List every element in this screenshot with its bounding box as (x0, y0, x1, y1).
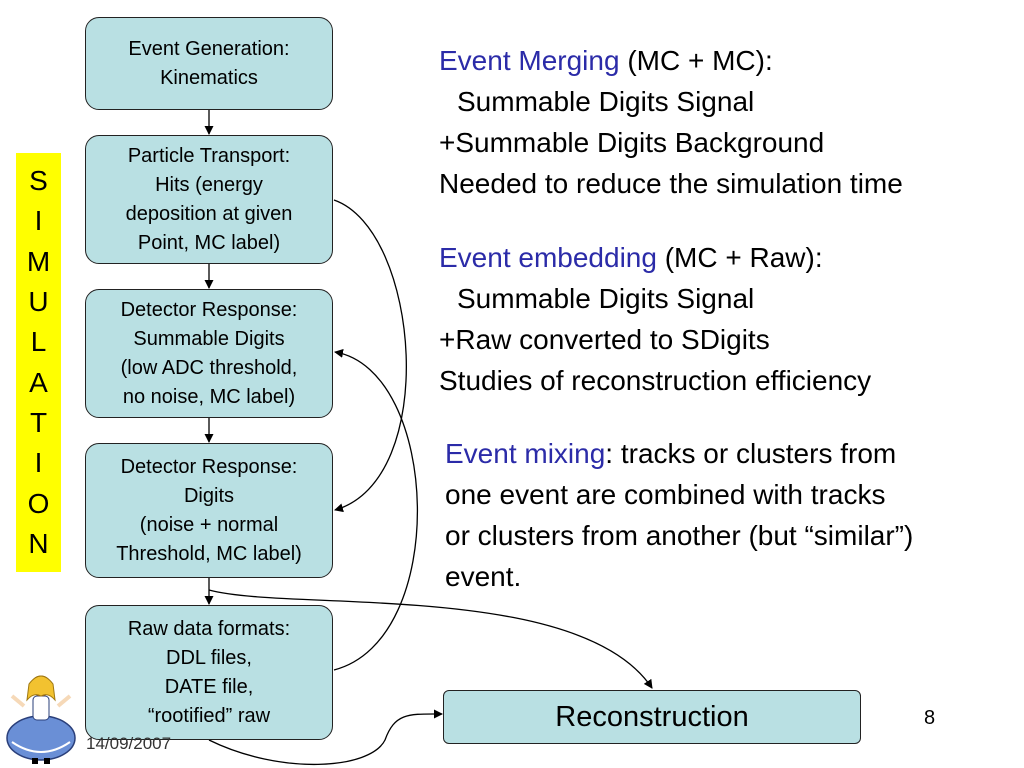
sidebar-letter: T (29, 406, 48, 438)
merging-line: Needed to reduce the simulation time (439, 168, 903, 199)
event-merging-title: Event Merging (439, 45, 620, 76)
event-merging-subtitle: (MC + MC): (619, 45, 773, 76)
merging-line: Summable Digits Signal (457, 86, 755, 117)
box-line: deposition at given (125, 202, 293, 225)
box-line: DATE file, (164, 675, 254, 698)
box-line: (low ADC threshold, (120, 356, 298, 379)
event-generation-box: Event Generation: Kinematics (85, 17, 333, 110)
box-line: “rootified” raw (147, 704, 271, 727)
sidebar-letter: U (28, 286, 49, 318)
event-embedding-subtitle: (MC + Raw): (656, 242, 823, 273)
sidebar-letter: A (29, 366, 48, 398)
box-line: Detector Response: (120, 455, 298, 478)
box-line: Kinematics (160, 66, 258, 89)
event-embedding-section: Event embedding (MC + Raw): Summable Dig… (439, 237, 871, 401)
page-number: 8 (924, 707, 936, 729)
box-line: Summable Digits (133, 327, 285, 350)
mixing-line: one event are combined with tracks (445, 479, 886, 510)
box-line: Event Generation: (128, 37, 290, 60)
box-line: Point, MC label) (137, 231, 281, 254)
box-line: (noise + normal (139, 513, 279, 536)
reconstruction-label: Reconstruction (555, 700, 749, 733)
summable-digits-box: Detector Response: Summable Digits (low AD… (85, 289, 333, 418)
box-line: Hits (energy (155, 173, 263, 196)
raw-data-box: Raw data formats: DDL files, DATE file, “ro… (85, 605, 333, 740)
sidebar-letter: I (34, 447, 43, 479)
box-line: Detector Response: (120, 298, 298, 321)
arrow-raw-to-reconstruction (208, 709, 443, 766)
event-embedding-title: Event embedding (439, 242, 657, 273)
sidebar-letter: N (28, 527, 49, 559)
sidebar-letter: S (29, 165, 48, 197)
simulation-sidebar: S I M U L A T I O N (16, 153, 61, 572)
arrow-transport-to-digits (333, 199, 407, 513)
merging-line: +Summable Digits Background (439, 127, 825, 158)
sidebar-letter: I (34, 205, 43, 237)
event-mixing-heading: Event mixing: tracks or clusters from (445, 433, 913, 474)
mixing-line: event. (445, 561, 522, 592)
particle-transport-box: Particle Transport: Hits (energy depositio… (85, 135, 333, 264)
embedding-line: Summable Digits Signal (457, 283, 755, 314)
sidebar-letter: L (30, 326, 47, 358)
slide-date: 14/09/2007 (86, 734, 172, 753)
box-line: Digits (183, 484, 234, 507)
mixing-line: or clusters from another (but “similar”) (445, 520, 914, 551)
event-merging-heading: Event Merging (MC + MC): (439, 40, 903, 81)
event-mixing-first-line: : tracks or clusters from (605, 438, 897, 469)
event-mixing-section: Event mixing: tracks or clusters from on… (445, 433, 913, 597)
alice-figure-icon (6, 675, 76, 764)
box-line: Threshold, MC label) (116, 542, 302, 565)
reconstruction-box: Reconstruction (443, 690, 861, 744)
arrow-digits-to-reconstruction (208, 589, 653, 689)
box-line: DDL files, (166, 646, 252, 669)
sidebar-letter: O (27, 487, 50, 519)
box-line: no noise, MC label) (122, 385, 296, 408)
embedding-line: Studies of reconstruction efficiency (439, 365, 872, 396)
box-line: Particle Transport: (127, 144, 291, 167)
event-embedding-heading: Event embedding (MC + Raw): (439, 237, 871, 278)
event-mixing-title: Event mixing (445, 438, 606, 469)
arrow-raw-to-sdigits (333, 348, 419, 671)
embedding-line: +Raw converted to SDigits (439, 324, 770, 355)
sidebar-letter: M (26, 245, 51, 277)
event-merging-section: Event Merging (MC + MC): Summable Digits… (439, 40, 903, 204)
box-line: Raw data formats: (127, 617, 291, 640)
